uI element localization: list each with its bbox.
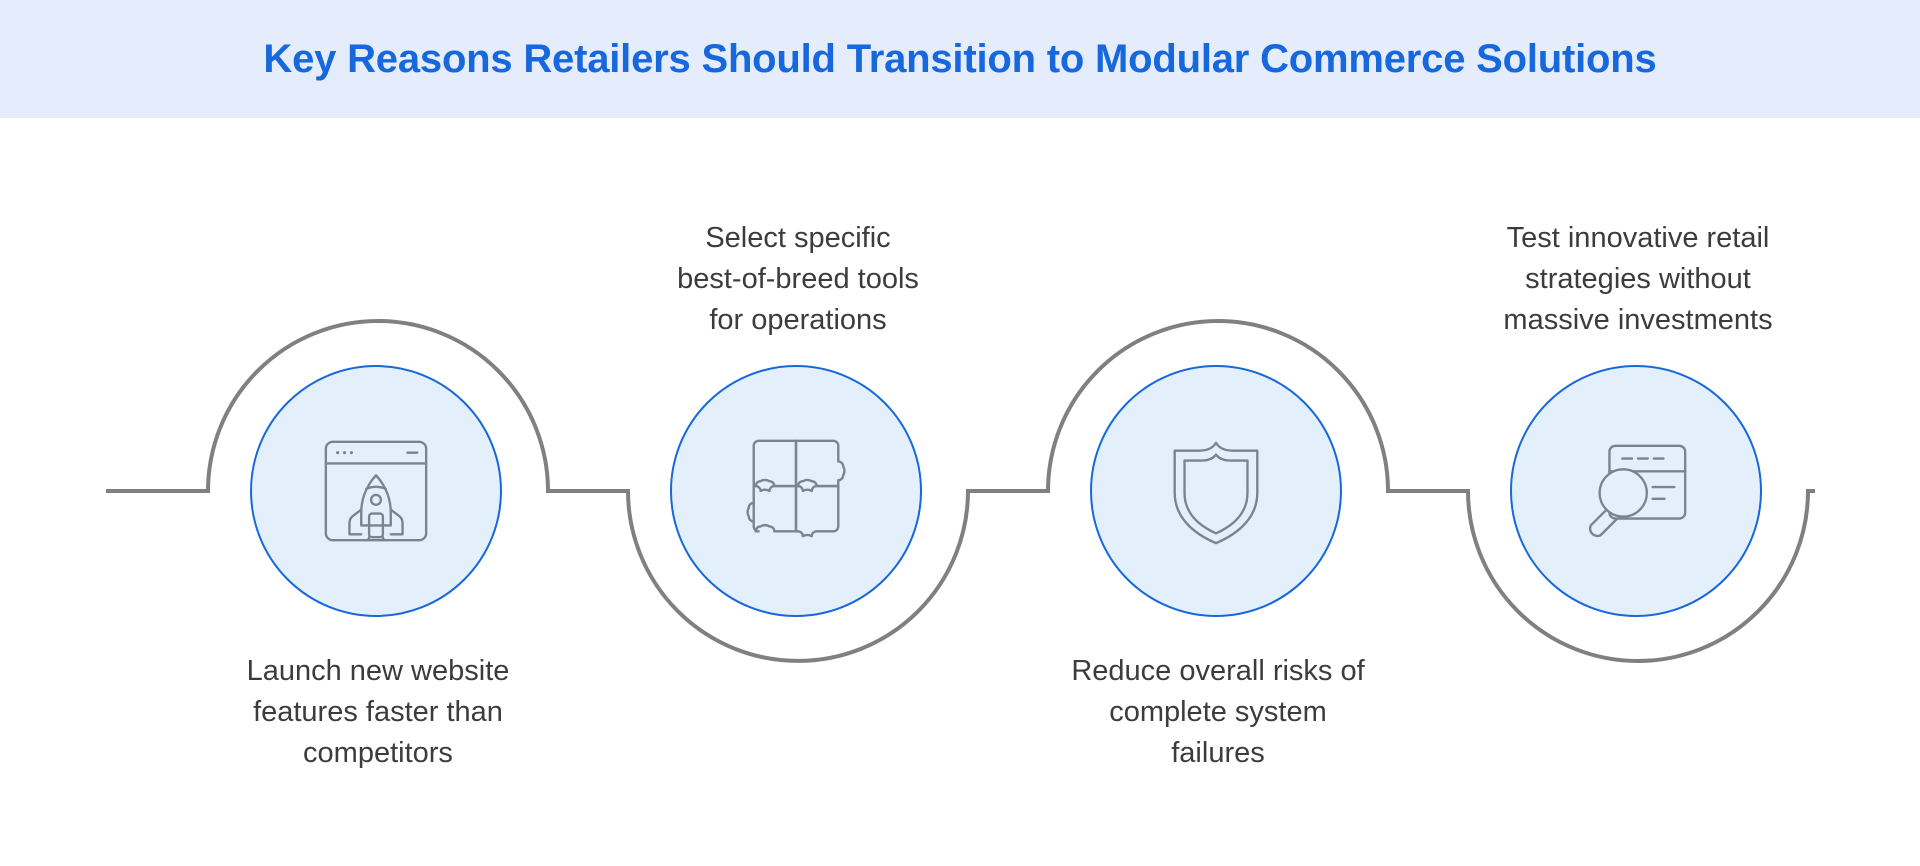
rocket-browser-icon (324, 440, 428, 542)
node-3[interactable]: Reduce overall risks of complete system … (1071, 365, 1365, 769)
page-title: Key Reasons Retailers Should Transition … (263, 36, 1657, 81)
node-4[interactable]: Test innovative retail strategies withou… (1503, 222, 1773, 621)
node-1-circle[interactable] (250, 365, 502, 617)
document-magnifier-icon (1588, 444, 1687, 538)
node-3-circle[interactable] (1090, 365, 1342, 617)
shield-icon (1173, 441, 1259, 545)
header-band: Key Reasons Retailers Should Transition … (0, 0, 1920, 118)
node-3-label: Reduce overall risks of complete system … (1071, 655, 1365, 769)
puzzle-pieces-icon (746, 439, 846, 538)
node-1[interactable]: Launch new website features faster than … (247, 365, 509, 769)
node-2-label: Select specific best-of-breed tools for … (677, 222, 919, 336)
node-4-circle[interactable] (1510, 365, 1762, 617)
node-1-label: Launch new website features faster than … (246, 655, 510, 769)
node-2-circle[interactable] (670, 365, 922, 617)
node-2[interactable]: Select specific best-of-breed tools for … (670, 222, 926, 621)
node-4-label: Test innovative retail strategies withou… (1503, 222, 1773, 336)
